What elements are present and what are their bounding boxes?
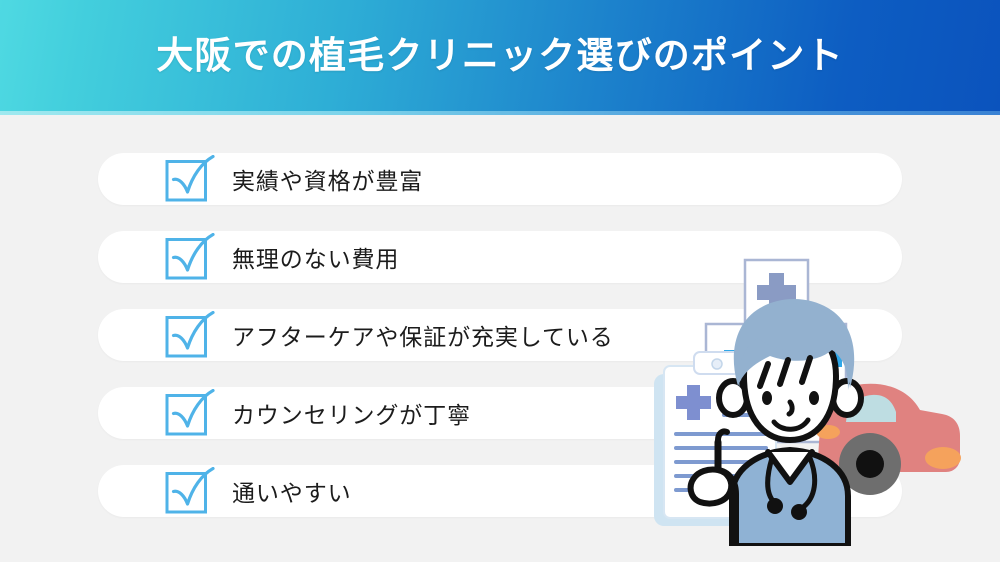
checklist: 実績や資格が豊富 無理のない費用 アフターケアや保証が充実している [98, 153, 902, 517]
list-item[interactable]: アフターケアや保証が充実している [98, 309, 902, 361]
checkbox-check-icon [164, 388, 216, 437]
header-banner: 大阪での植毛クリニック選びのポイント [0, 0, 1000, 111]
checkbox-check-icon [164, 466, 216, 515]
list-item-label: 無理のない費用 [232, 247, 400, 273]
checkbox-check-icon [164, 154, 216, 203]
list-item[interactable]: 無理のない費用 [98, 231, 902, 283]
page-title: 大阪での植毛クリニック選びのポイント [156, 34, 844, 77]
checkbox-check-icon [164, 310, 216, 359]
list-item[interactable]: 実績や資格が豊富 [98, 153, 902, 205]
list-item-label: カウンセリングが丁寧 [232, 403, 471, 429]
header-underline-divider [0, 111, 1000, 115]
list-item-label: アフターケアや保証が充実している [232, 325, 614, 351]
list-item[interactable]: カウンセリングが丁寧 [98, 387, 902, 439]
list-item[interactable]: 通いやすい [98, 465, 902, 517]
list-item-label: 通いやすい [232, 481, 352, 507]
list-item-label: 実績や資格が豊富 [232, 169, 424, 195]
checkbox-check-icon [164, 232, 216, 281]
